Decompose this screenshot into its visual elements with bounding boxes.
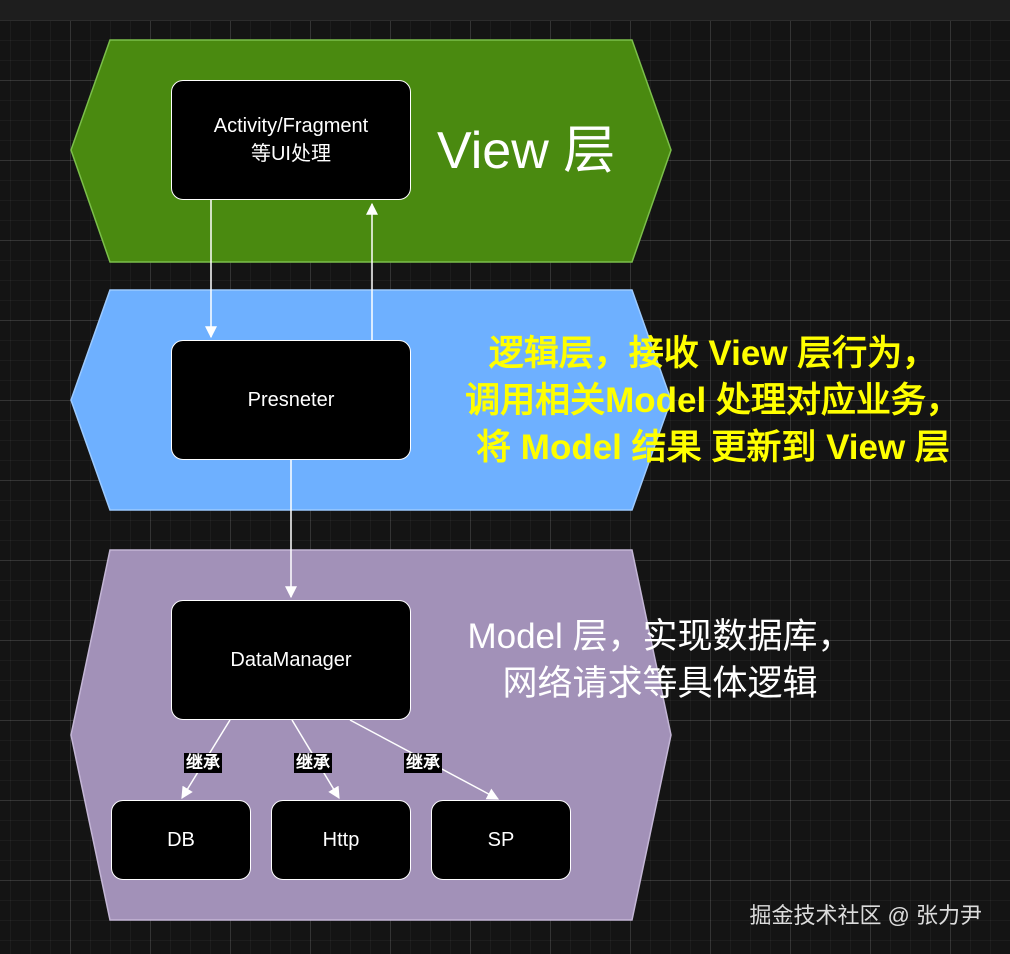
- datamanager-node-label: DataManager: [230, 649, 352, 671]
- presenter-node: Presneter: [171, 340, 411, 460]
- inherit-label-db: 继承: [184, 753, 222, 773]
- sp-node-label: SP: [487, 829, 515, 851]
- activity-fragment-label-line1: Activity/Fragment: [213, 115, 369, 137]
- sp-node: SP: [431, 800, 571, 880]
- presenter-layer-description: 逻辑层，接收 View 层行为， 调用相关Model 处理对应业务， 将 Mod…: [423, 330, 1003, 471]
- http-node: Http: [271, 800, 411, 880]
- presenter-desc-line1: 逻辑层，接收 View 层行为，: [488, 334, 938, 373]
- activity-fragment-label-line2: 等UI处理: [250, 143, 331, 165]
- inherit-label-sp: 继承: [404, 753, 442, 773]
- model-desc-line2: 网络请求等具体逻辑: [502, 664, 818, 703]
- datamanager-node: DataManager: [171, 600, 411, 720]
- activity-fragment-node: Activity/Fragment 等UI处理: [171, 80, 411, 200]
- inherit-label-http: 继承: [294, 753, 332, 773]
- presenter-desc-line2: 调用相关Model 处理对应业务，: [465, 381, 961, 420]
- presenter-node-label: Presneter: [247, 389, 335, 411]
- window-top-bar: [0, 0, 1010, 21]
- watermark: 掘金技术社区 @ 张力尹: [749, 903, 982, 928]
- db-node: DB: [111, 800, 251, 880]
- view-layer-title: View 层: [437, 122, 616, 180]
- http-node-label: Http: [322, 829, 360, 851]
- model-desc-line1: Model 层，实现数据库，: [467, 617, 853, 656]
- presenter-desc-line3: 将 Model 结果 更新到 View 层: [476, 428, 950, 467]
- db-node-label: DB: [167, 829, 195, 851]
- model-layer-description: Model 层，实现数据库， 网络请求等具体逻辑: [380, 613, 940, 707]
